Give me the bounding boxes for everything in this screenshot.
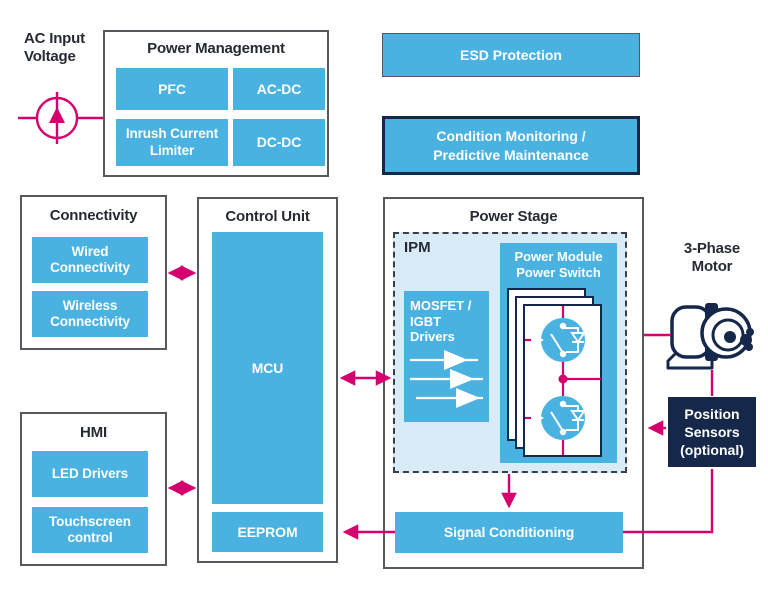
eeprom-block: EEPROM (212, 512, 323, 552)
power-stage-title: Power Stage (469, 208, 558, 225)
ac-input-label: AC Input Voltage (24, 30, 85, 65)
esd-protection-block: ESD Protection (382, 33, 640, 77)
power-switch-card-front (523, 304, 602, 457)
control-unit-title: Control Unit (225, 208, 310, 225)
pfc-block: PFC (116, 68, 228, 110)
ipm-label: IPM (404, 239, 431, 256)
mosfet-igbt-drivers-block: MOSFET / IGBT Drivers (404, 291, 489, 422)
led-drivers-block: LED Drivers (32, 451, 148, 497)
touchscreen-control-block: Touchscreen control (32, 507, 148, 553)
inrush-current-limiter-block: Inrush Current Limiter (116, 119, 228, 166)
condition-monitoring-block: Condition Monitoring / Predictive Mainte… (382, 116, 640, 175)
hmi-title: HMI (80, 424, 107, 441)
ac-source-icon (18, 92, 103, 144)
power-management-title: Power Management (147, 40, 285, 57)
signal-conditioning-block: Signal Conditioning (395, 512, 623, 553)
wireless-connectivity-block: Wireless Connectivity (32, 291, 148, 337)
mcu-block: MCU (212, 232, 323, 504)
dc-dc-block: DC-DC (233, 119, 325, 166)
motor-icon (666, 303, 754, 370)
connectivity-title: Connectivity (49, 207, 138, 224)
ac-dc-block: AC-DC (233, 68, 325, 110)
motor-label: 3-Phase Motor (683, 240, 741, 275)
position-sensors-block: Position Sensors (optional) (668, 397, 756, 467)
wired-connectivity-block: Wired Connectivity (32, 237, 148, 283)
